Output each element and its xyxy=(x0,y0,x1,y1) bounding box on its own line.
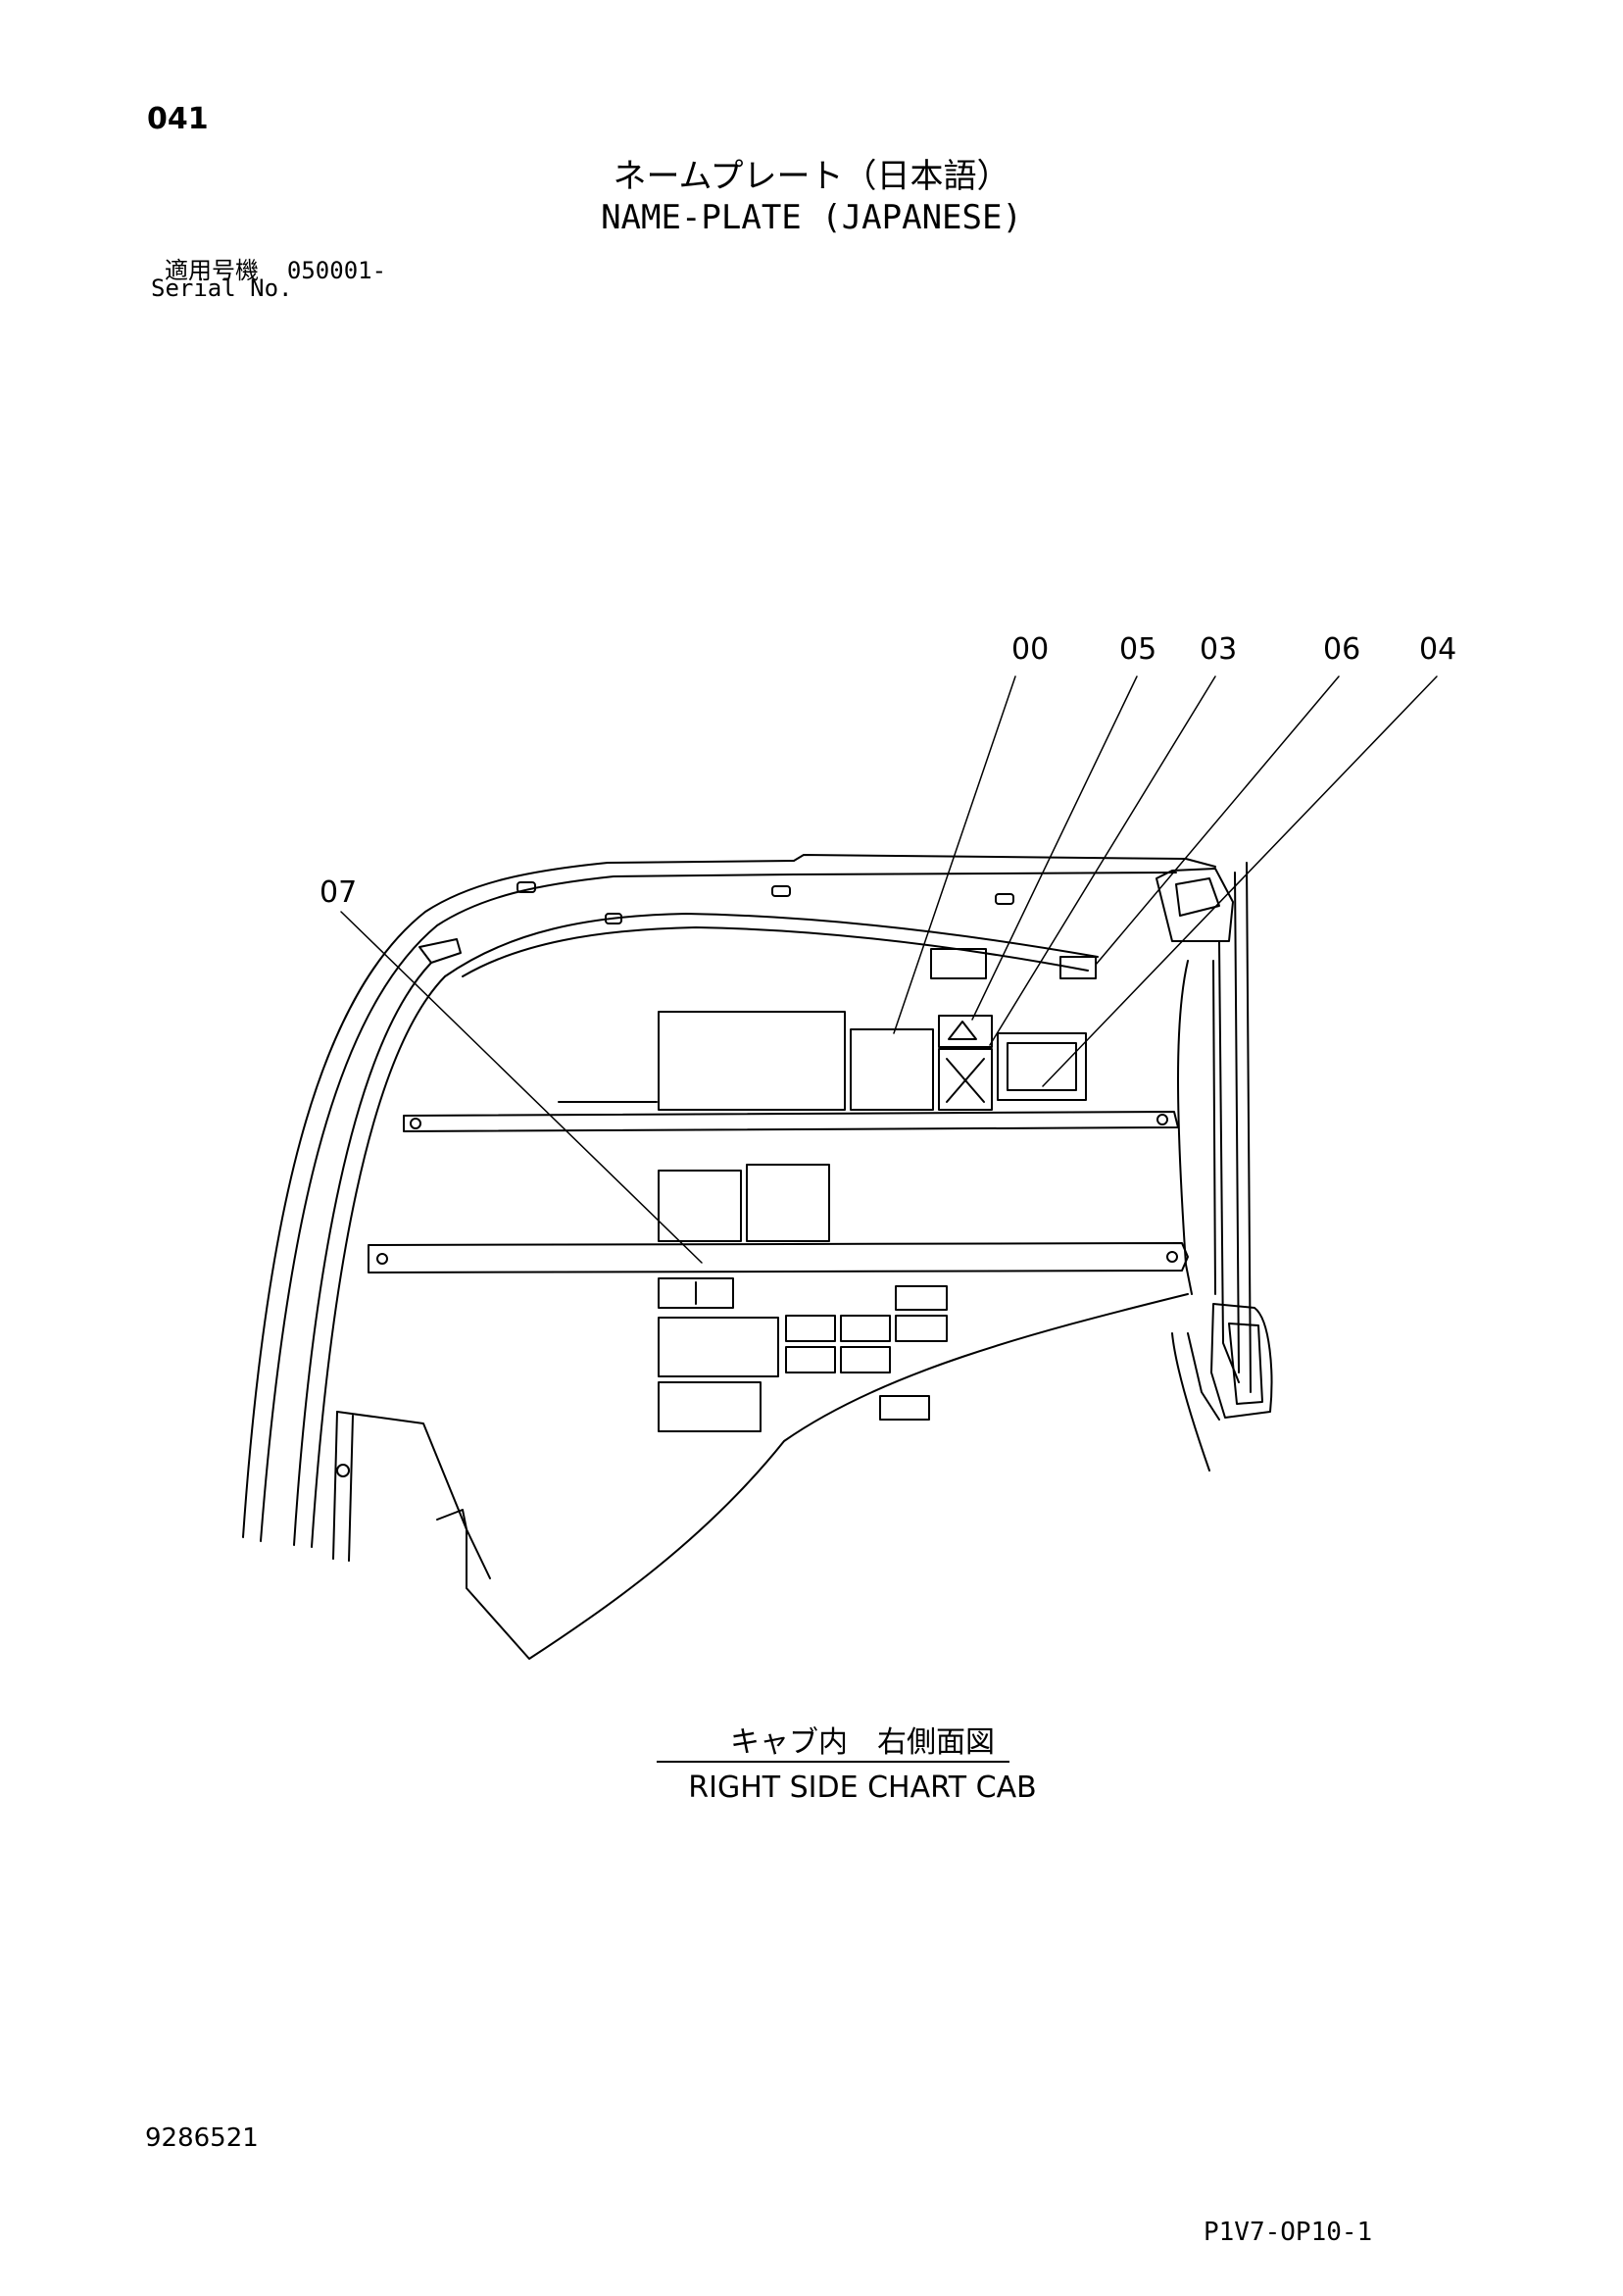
callout-04: 04 xyxy=(1419,632,1456,667)
figure-code: P1V7-OP10-1 xyxy=(1204,2218,1373,2247)
title-english: NAME-PLATE (JAPANESE) xyxy=(601,198,1022,237)
console-body xyxy=(332,1293,1189,1660)
horizontal-bars xyxy=(368,1111,1189,1273)
document-number: 9286521 xyxy=(145,2123,259,2153)
title-japanese: ネームプレート（日本語） xyxy=(613,157,1010,196)
caption-english: RIGHT SIDE CHART CAB xyxy=(688,1771,1037,1805)
caption-japanese: キャブ内 右側面図 xyxy=(730,1725,995,1760)
serial-label-en: Serial No. xyxy=(151,275,293,302)
callout-05: 05 xyxy=(1119,632,1156,667)
callout-03: 03 xyxy=(1200,632,1237,667)
leader-lines xyxy=(340,675,1438,1264)
serial-row: 適用号機 050001- xyxy=(165,251,386,285)
page-number: 041 xyxy=(147,102,209,136)
callout-06: 06 xyxy=(1323,632,1360,667)
serial-value: 050001- xyxy=(286,257,387,284)
upper-nameplates xyxy=(558,1011,1087,1111)
callout-07: 07 xyxy=(320,875,357,910)
caption-rule xyxy=(657,1761,1009,1763)
serial-label-jp: 適用号機 xyxy=(165,257,259,284)
callout-00: 00 xyxy=(1011,632,1049,667)
cab-frame xyxy=(242,854,1273,1548)
lower-nameplates xyxy=(658,1164,948,1432)
